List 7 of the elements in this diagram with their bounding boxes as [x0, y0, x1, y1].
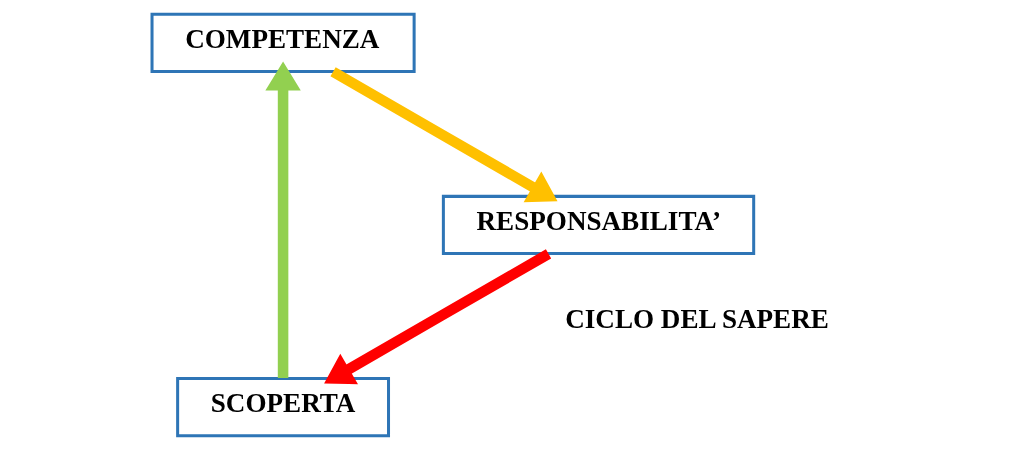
arrow: [265, 61, 301, 378]
arrow: [324, 249, 552, 385]
arrow: [330, 67, 558, 203]
node-box: SCOPERTA: [176, 377, 391, 438]
node-box: COMPETENZA: [150, 12, 416, 73]
label: CICLO DEL SAPERE: [565, 304, 829, 335]
node-box: RESPONSABILITA’: [441, 194, 756, 256]
